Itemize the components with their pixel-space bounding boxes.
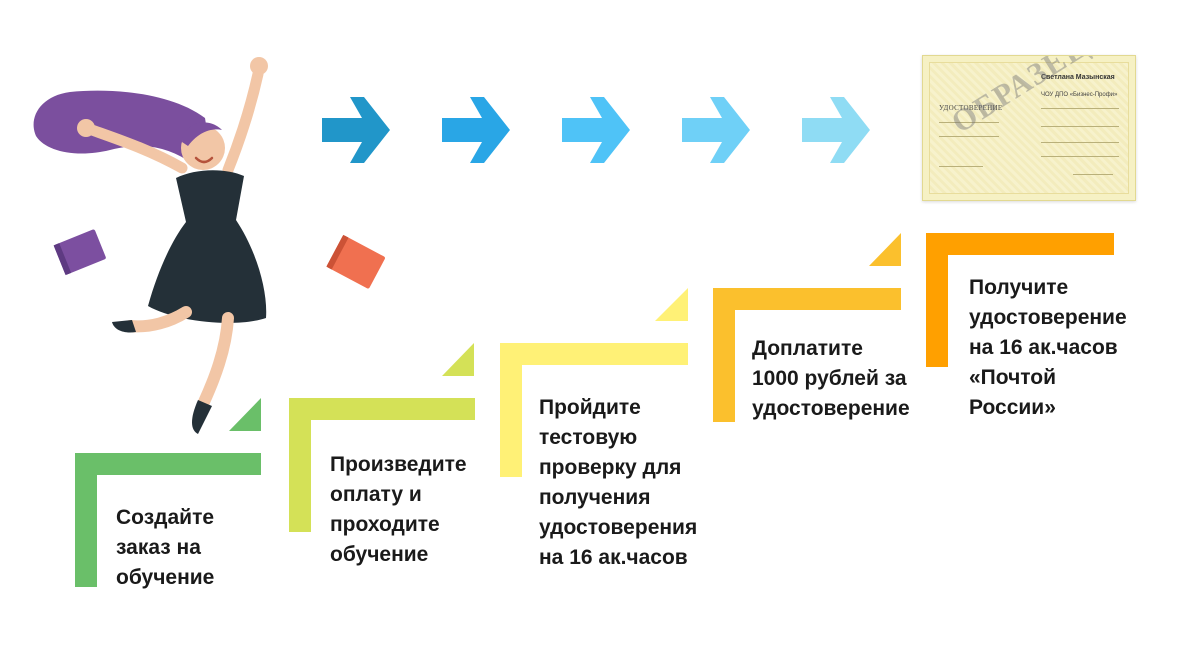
jumping-girl-illustration	[33, 57, 268, 434]
step-bracket-side	[926, 233, 948, 367]
girl-right-leg	[198, 312, 234, 408]
certificate-org: ЧОУ ДПО «Бизнес-Профи»	[1041, 92, 1118, 98]
step-bracket-side	[289, 398, 311, 532]
step-2-text: Произведите оплату и проходите обучение	[330, 453, 467, 566]
step-bracket-top	[289, 398, 475, 420]
girl-hair	[33, 90, 210, 162]
step-2-bracket	[289, 343, 475, 532]
step-5-bracket	[926, 233, 1114, 367]
step-1-bracket	[75, 398, 261, 587]
certificate-name: Светлана Мазынская	[1041, 74, 1115, 81]
certificate-sample-image: Светлана Мазынская ЧОУ ДПО «Бизнес-Профи…	[922, 55, 1136, 201]
girl-left-leg	[124, 306, 192, 333]
certificate-line	[939, 136, 999, 137]
step-bracket-top	[713, 288, 901, 310]
girl-right-arm	[222, 68, 264, 176]
step-bracket-top	[500, 343, 688, 365]
girl-dress	[148, 170, 267, 323]
arrow-right-icon	[682, 97, 750, 163]
arrow-right-icon	[322, 97, 390, 163]
purple-book-illustration	[53, 229, 106, 276]
certificate-line	[1073, 174, 1113, 175]
arrows-layer	[322, 97, 870, 163]
certificate-line	[1041, 142, 1119, 143]
step-corner-triangle	[869, 233, 901, 266]
girl-hair-top	[182, 122, 222, 146]
step-3-text: Пройдите тестовую проверку для получения…	[539, 396, 698, 569]
step-bracket-side	[500, 343, 522, 477]
certificate-line	[939, 122, 999, 123]
step-4-text: Доплатите 1000 рублей за удостоверение	[752, 337, 910, 420]
certificate-border	[929, 62, 1129, 194]
girl-smile	[194, 156, 214, 164]
girl-left-arm	[86, 124, 188, 174]
certificate-line	[1041, 156, 1119, 157]
certificate-line	[1041, 108, 1119, 109]
arrow-right-icon	[802, 97, 870, 163]
certificate-heading: УДОСТОВЕРЕНИЕ	[939, 104, 1003, 112]
certificate-line	[1041, 126, 1119, 127]
arrow-right-icon	[442, 97, 510, 163]
girl-left-hand	[77, 119, 95, 137]
girl-right-hand	[250, 57, 268, 75]
step-1-text: Создайте заказ на обучение	[116, 506, 215, 589]
step-bracket-side	[713, 288, 735, 422]
step-4-bracket	[713, 233, 901, 422]
girl-left-shoe	[112, 320, 136, 333]
steps-layer	[75, 233, 1114, 587]
orange-book-illustration	[326, 234, 385, 289]
step-corner-triangle	[442, 343, 474, 376]
step-bracket-side	[75, 453, 97, 587]
arrow-right-icon	[562, 97, 630, 163]
girl-right-shoe	[192, 400, 212, 434]
step-bracket-top	[926, 233, 1114, 255]
step-corner-triangle	[229, 398, 261, 431]
step-bracket-top	[75, 453, 261, 475]
certificate-line	[939, 166, 983, 167]
step-corner-triangle	[655, 288, 688, 321]
step-3-bracket	[500, 288, 688, 477]
step-5-text: Получите удостоверение на 16 ак.часов «П…	[969, 276, 1127, 419]
